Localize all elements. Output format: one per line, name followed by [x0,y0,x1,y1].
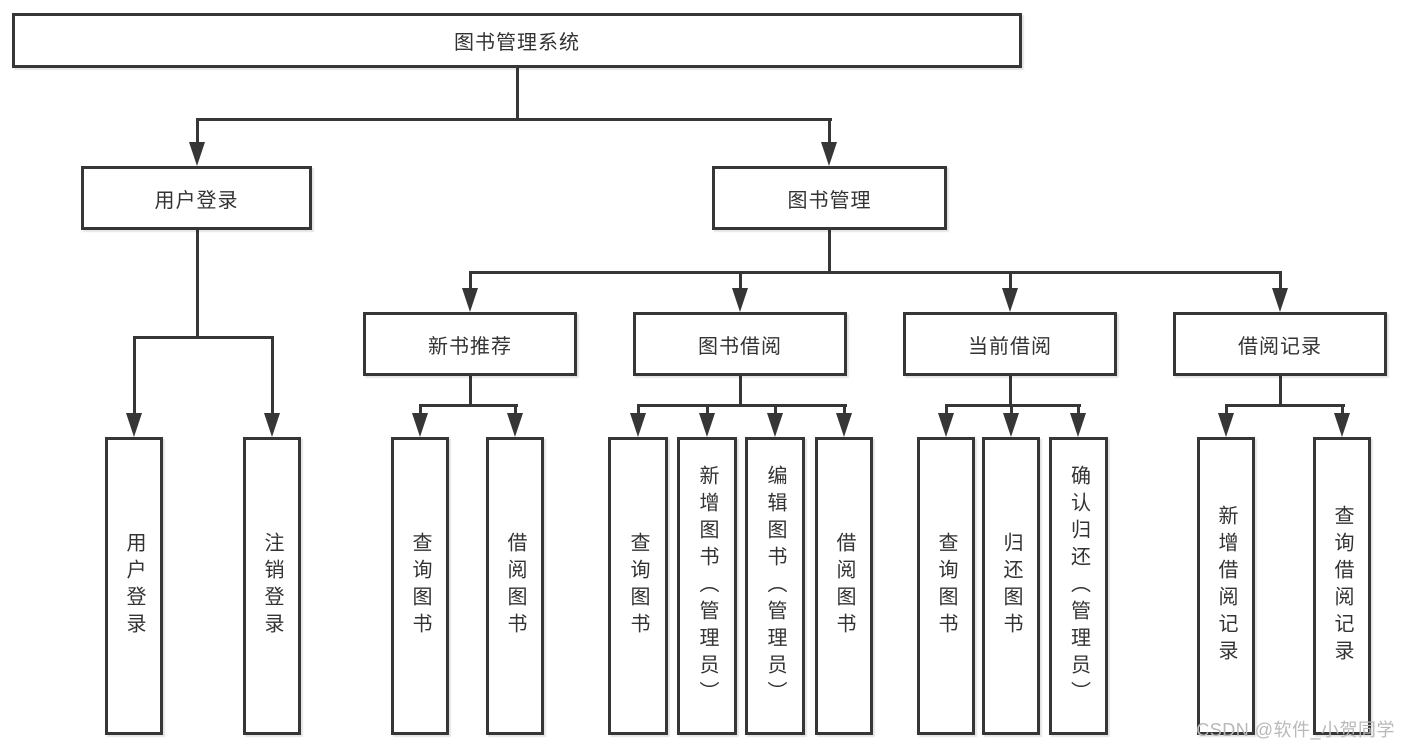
leaf-query-books-borrow: 查询图书 [608,437,668,735]
node-label: 图书管理 [787,189,872,212]
node-label: 借阅图书 [504,532,526,640]
node-label: 注销登录 [261,532,283,640]
node-label: 查询借阅记录 [1331,505,1353,667]
node-label: 借阅图书 [833,532,855,640]
arrow-down-icon [264,413,280,437]
connector-book-mgmt-drop [828,118,831,146]
arrow-down-icon [732,288,748,312]
connector-stem [469,376,472,407]
arrow-down-icon [1003,413,1019,437]
connector-drop [469,271,472,291]
arrow-down-icon [507,413,523,437]
connector-drop [1225,404,1228,416]
node-label: 图书借阅 [698,335,782,358]
node-label: 查询图书 [627,532,649,640]
arrow-down-icon [1334,413,1350,437]
connector-drop [945,404,948,416]
connector-drop [774,404,777,416]
arrow-down-icon [1272,288,1288,312]
arrow-down-icon [1218,413,1234,437]
leaf-user-login: 用户登录 [105,437,163,735]
node-label: 新增图书（管理员） [696,464,718,708]
leaf-query-books-recommend: 查询图书 [391,437,449,735]
connector-book-mgmt-stem [828,230,831,274]
node-new-book-recommend: 新书推荐 [363,312,577,376]
leaf-logout: 注销登录 [243,437,301,735]
node-current-borrowing: 当前借阅 [903,312,1117,376]
arrow-down-icon [699,413,715,437]
node-label: 编辑图书（管理员） [764,464,786,708]
connector-drop [514,404,517,416]
arrow-down-icon [836,413,852,437]
connector-drop [1010,404,1013,416]
arrow-down-icon [1070,413,1086,437]
node-label: 新书推荐 [428,335,512,358]
connector-drop [1077,404,1080,416]
node-label: 新增借阅记录 [1215,505,1237,667]
leaf-borrow-books-recommend: 借阅图书 [486,437,544,735]
connector-stem [739,376,742,407]
node-label: 用户登录 [154,189,239,212]
node-label: 当前借阅 [968,335,1052,358]
arrow-down-icon [821,142,837,166]
arrow-down-icon [630,413,646,437]
connector-drop [133,336,136,416]
leaf-query-books-current: 查询图书 [917,437,975,735]
connector-stem [1009,376,1012,407]
leaf-borrow-books: 借阅图书 [815,437,873,735]
arrow-down-icon [126,413,142,437]
connector-root-stem [516,68,519,118]
leaf-add-books-admin: 新增图书（管理员） [677,437,737,735]
node-library-management-system: 图书管理系统 [12,13,1022,68]
node-user-login: 用户登录 [81,166,312,230]
node-label: 归还图书 [1000,532,1022,640]
node-label: 用户登录 [123,532,145,640]
connector-drop [637,404,640,416]
csdn-watermark: CSDN @软件_小贺同学 [1196,720,1395,740]
connector-user-login-h [133,336,274,339]
node-label: 查询图书 [935,532,957,640]
connector-user-login-drop [196,118,199,146]
connector-h [1225,404,1345,407]
node-label: 查询图书 [409,532,431,640]
connector-drop [271,336,274,416]
connector-drop [1341,404,1344,416]
leaf-query-borrow-record: 查询借阅记录 [1313,437,1371,735]
node-borrowing-records: 借阅记录 [1173,312,1387,376]
node-label: 图书管理系统 [454,32,580,54]
connector-drop [706,404,709,416]
connector-h [419,404,518,407]
node-label: 借阅记录 [1238,335,1322,358]
connector-drop [1009,271,1012,291]
node-book-management: 图书管理 [712,166,947,230]
leaf-add-borrow-record: 新增借阅记录 [1197,437,1255,735]
connector-user-login-stem [196,230,199,339]
arrow-down-icon [189,142,205,166]
arrow-down-icon [767,413,783,437]
connector-drop [739,271,742,291]
connector-stem [1279,376,1282,407]
node-book-borrowing: 图书借阅 [633,312,847,376]
connector-level3-h [469,271,1282,274]
leaf-confirm-return-admin: 确认归还（管理员） [1049,437,1108,735]
connector-h [637,404,847,407]
leaf-return-books: 归还图书 [982,437,1040,735]
connector-h [945,404,1081,407]
node-label: 确认归还（管理员） [1067,464,1090,708]
connector-drop [419,404,422,416]
arrow-down-icon [462,288,478,312]
arrow-down-icon [412,413,428,437]
connector-level1-h [196,118,832,121]
arrow-down-icon [938,413,954,437]
leaf-edit-books-admin: 编辑图书（管理员） [745,437,805,735]
connector-drop [843,404,846,416]
arrow-down-icon [1002,288,1018,312]
connector-drop [1279,271,1282,291]
